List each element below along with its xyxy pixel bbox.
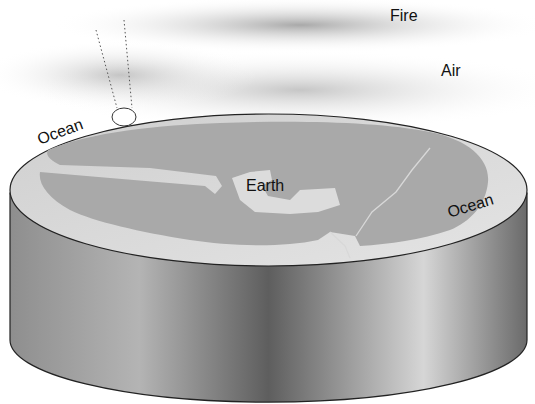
air-label: Air — [441, 63, 461, 79]
air-haze — [0, 40, 260, 110]
earth-label: Earth — [246, 178, 284, 194]
sun-ray — [96, 30, 117, 108]
river — [330, 232, 350, 258]
disc-top — [10, 114, 527, 266]
sun — [112, 108, 136, 126]
land-mass — [40, 122, 488, 246]
sun-ray — [124, 20, 132, 108]
river — [356, 148, 430, 236]
fire-label: Fire — [390, 8, 418, 24]
inland-sea — [232, 170, 340, 214]
